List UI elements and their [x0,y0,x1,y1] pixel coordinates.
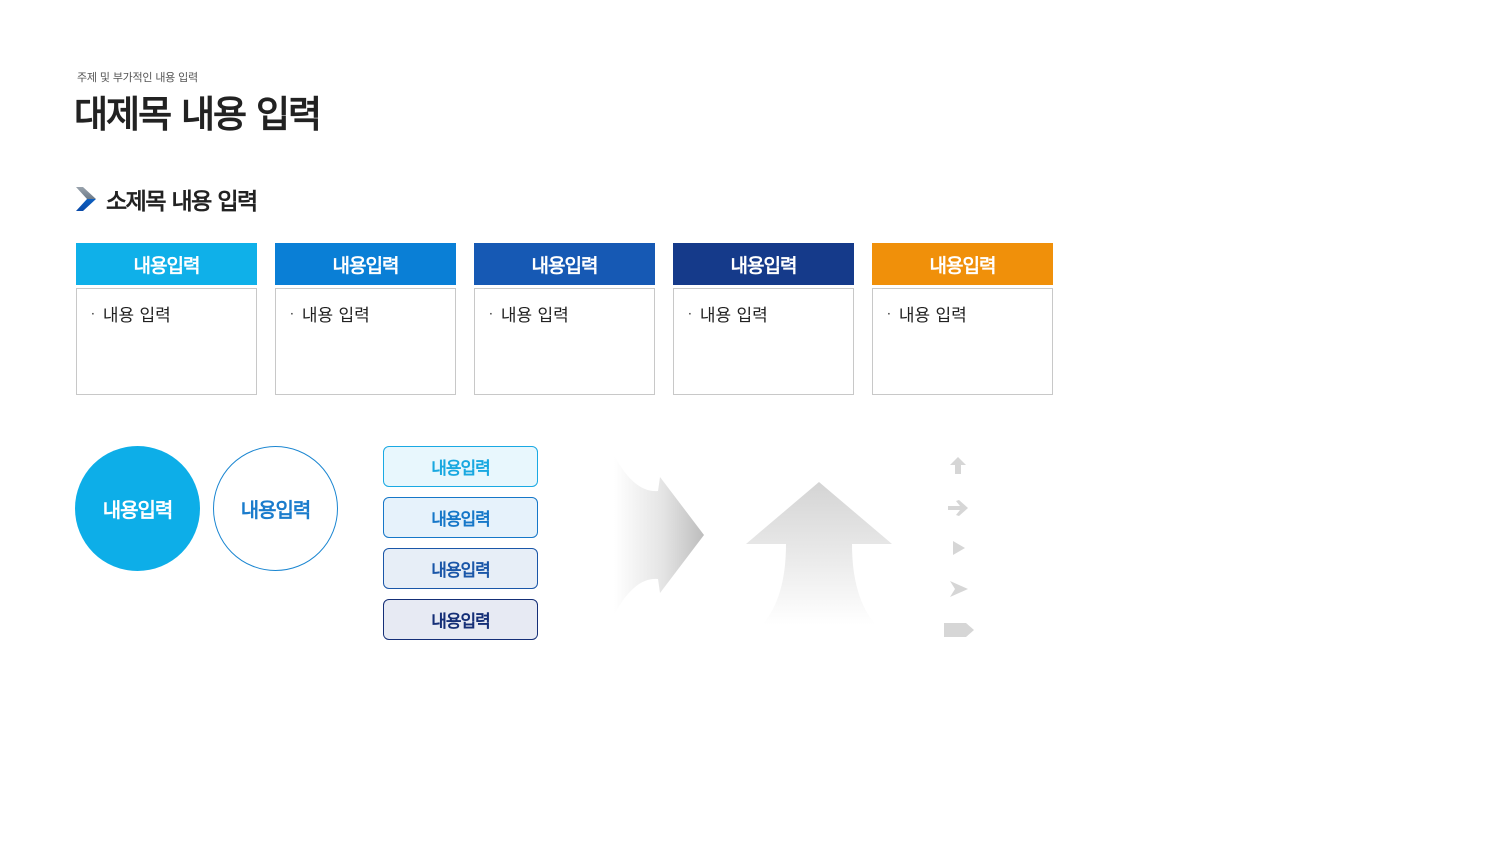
bullet-icon: · [688,307,692,321]
content-pill: 내용입력 [383,446,538,487]
card-row: 내용입력 · 내용 입력 내용입력 · 내용 입력 내용입력 · 내용 입력 내용입력… [76,243,1053,395]
card-body-text: 내용 입력 [301,306,370,326]
gradient-right-arrow-icon [614,455,704,615]
outline-circle-badge: 내용입력 [213,446,338,571]
section-title: 소제목 내용 입력 [106,189,258,215]
card-body: · 내용 입력 [474,288,655,395]
page-title: 대제목 내용 입력 [74,93,322,136]
content-card: 내용입력 · 내용 입력 [673,243,854,395]
content-pill: 내용입력 [383,497,538,538]
pill-stack: 내용입력 내용입력 내용입력 내용입력 [383,446,538,650]
tag-pentagon-icon [944,623,974,637]
card-header: 내용입력 [474,243,655,285]
content-card: 내용입력 · 내용 입력 [76,243,257,395]
bullet-icon: · [290,307,294,321]
send-arrow-icon [950,581,968,597]
card-header: 내용입력 [872,243,1053,285]
card-body-text: 내용 입력 [500,306,569,326]
card-body: · 내용 입력 [275,288,456,395]
bullet-icon: · [887,307,891,321]
card-header: 내용입력 [275,243,456,285]
up-arrow-icon [950,457,966,474]
bullet-icon: · [91,307,95,321]
content-card: 내용입력 · 내용 입력 [474,243,655,395]
content-card: 내용입력 · 내용 입력 [872,243,1053,395]
content-pill: 내용입력 [383,548,538,589]
card-body: · 내용 입력 [872,288,1053,395]
card-header: 내용입력 [673,243,854,285]
chevron-right-icon [76,187,96,211]
card-body: · 내용 입력 [673,288,854,395]
card-header: 내용입력 [76,243,257,285]
page-subtitle: 주제 및 부가적인 내용 입력 [77,71,198,84]
gradient-up-arrow-icon [746,482,892,625]
card-body-text: 내용 입력 [699,306,768,326]
content-card: 내용입력 · 내용 입력 [275,243,456,395]
right-arrow-icon [948,500,968,516]
card-body-text: 내용 입력 [898,306,967,326]
filled-circle-badge: 내용입력 [75,446,200,571]
card-body-text: 내용 입력 [102,306,171,326]
card-body: · 내용 입력 [76,288,257,395]
play-triangle-icon [953,541,965,555]
bullet-icon: · [489,307,493,321]
section-heading: 소제목 내용 입력 [75,184,258,215]
content-pill: 내용입력 [383,599,538,640]
